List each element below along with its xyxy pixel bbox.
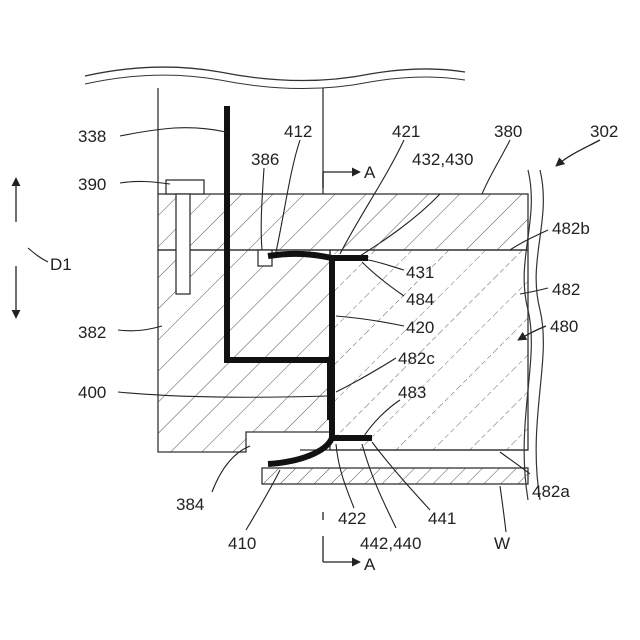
leader-380 [482,140,510,194]
leader-384 [212,446,250,492]
label-482a: 482a [532,482,570,501]
label-421: 421 [392,122,420,141]
label-302: 302 [590,122,618,141]
label-D1: D1 [50,255,72,274]
member-380 [158,194,528,250]
label-441: 441 [428,509,456,528]
label-482c: 482c [398,349,435,368]
label-483: 483 [398,383,426,402]
leader-390 [120,181,170,184]
label-A-bottom: A [364,555,376,574]
label-484: 484 [406,290,434,309]
label-W: W [494,534,510,553]
label-410: 410 [228,534,256,553]
label-442-440: 442,440 [360,534,421,553]
label-380: 380 [494,122,522,141]
label-432-430: 432,430 [412,150,473,169]
top-break-line [85,67,465,81]
leader-D1 [28,248,48,262]
label-338: 338 [78,127,106,146]
label-386: 386 [251,150,279,169]
label-390: 390 [78,175,106,194]
label-420: 420 [406,318,434,337]
leader-338 [120,128,226,136]
label-382: 382 [78,323,106,342]
leader-382 [118,326,162,331]
label-384: 384 [176,495,204,514]
arrow-302 [556,140,600,166]
label-482b: 482b [552,219,590,238]
label-431: 431 [406,263,434,282]
label-422: 422 [338,509,366,528]
top-break-line-2 [85,75,465,89]
label-A-top: A [364,163,376,182]
section-marker-top [323,172,360,188]
label-400: 400 [78,383,106,402]
label-482: 482 [552,280,580,299]
leader-442 [362,444,396,528]
label-412: 412 [284,122,312,141]
label-480: 480 [550,317,578,336]
leader-W [500,486,506,532]
